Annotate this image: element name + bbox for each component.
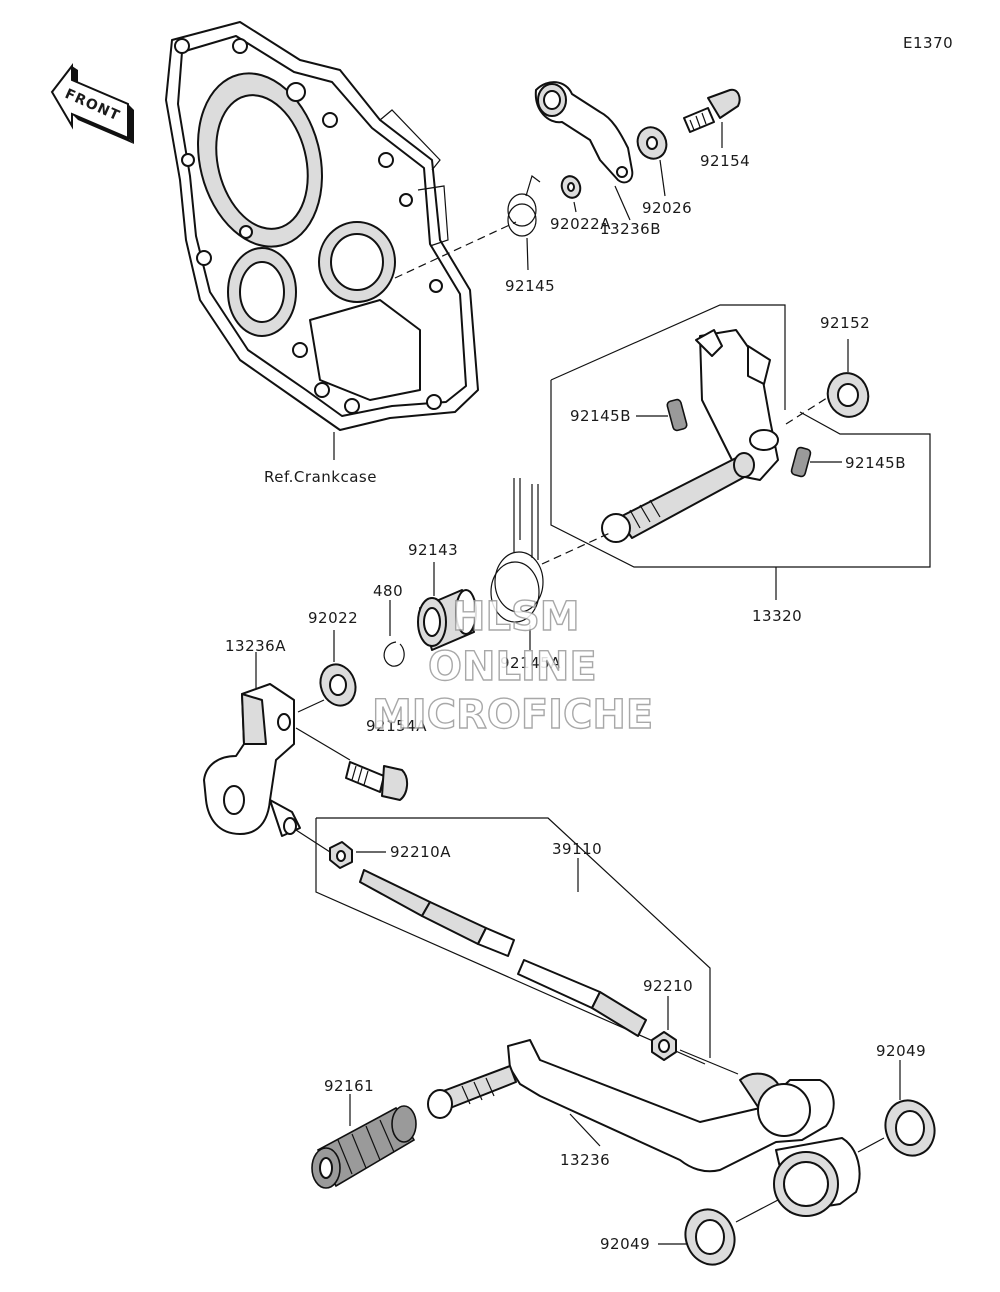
circlip-480-drawing (383, 641, 405, 667)
washer-92152-drawing (826, 372, 870, 418)
diagram-code: E1370 (903, 34, 953, 52)
part-label-13236: 13236 (560, 1151, 610, 1169)
nut-92210-drawing (651, 1031, 677, 1061)
watermark-line-1: HLSM (452, 594, 580, 640)
spring-92145b-right-drawing (790, 446, 812, 478)
crankcase-drawing (165, 21, 479, 431)
spring-92145a-drawing (490, 478, 544, 623)
washer-92022-drawing (319, 663, 357, 707)
part-label-92143: 92143 (408, 541, 458, 559)
part-label-92161: 92161 (324, 1077, 374, 1095)
part-label-92145: 92145 (505, 277, 555, 295)
crankcase-reference-label: Ref.Crankcase (264, 468, 377, 486)
part-label-92154: 92154 (700, 152, 750, 170)
part-label-92049-bottom: 92049 (600, 1235, 650, 1253)
part-label-92152: 92152 (820, 314, 870, 332)
nut-92210a-drawing (329, 841, 353, 869)
tie-rod-39110-drawing (359, 869, 647, 1037)
part-label-92154a: 92154A (366, 717, 427, 735)
shift-shaft-13320-drawing (601, 329, 779, 543)
collar-92143-drawing (417, 589, 477, 651)
seal-92049-bottom-drawing (684, 1208, 736, 1266)
part-label-92145a: 92145A (500, 654, 561, 672)
watermark-line-3: MICROFICHE (372, 692, 653, 738)
part-label-92022: 92022 (308, 609, 358, 627)
part-label-92049-top: 92049 (876, 1042, 926, 1060)
part-label-13236a: 13236A (225, 637, 286, 655)
shift-arm-13236b-drawing (534, 81, 634, 184)
part-label-13320: 13320 (752, 607, 802, 625)
washer-92022a-drawing (560, 175, 582, 199)
spring-92145b-left-drawing (666, 398, 688, 432)
watermark: HLSM ONLINE MICROFICHE (371, 593, 654, 738)
bolt-92154a-drawing (345, 761, 408, 801)
seal-92049-top-drawing (884, 1099, 936, 1157)
watermark-line-2: ONLINE (428, 644, 597, 690)
part-label-92210: 92210 (643, 977, 693, 995)
part-label-92145b-left: 92145B (570, 407, 631, 425)
front-arrow-icon: FRONT (50, 63, 134, 144)
spring-92145-drawing (507, 175, 541, 237)
part-label-92022a: 92022A (550, 215, 611, 233)
washer-92026-drawing (636, 126, 668, 160)
bolt-92154-drawing (683, 88, 741, 133)
part-label-92145b-right: 92145B (845, 454, 906, 472)
shift-pedal-13236-drawing (427, 1039, 861, 1217)
part-label-13236b: 13236B (600, 220, 661, 238)
shift-arm-13236a-drawing (203, 683, 301, 837)
rubber-92161-drawing (311, 1105, 417, 1189)
part-label-92210a: 92210A (390, 843, 451, 861)
part-label-39110: 39110 (552, 840, 602, 858)
part-label-480: 480 (373, 582, 403, 600)
part-label-92026: 92026 (642, 199, 692, 217)
